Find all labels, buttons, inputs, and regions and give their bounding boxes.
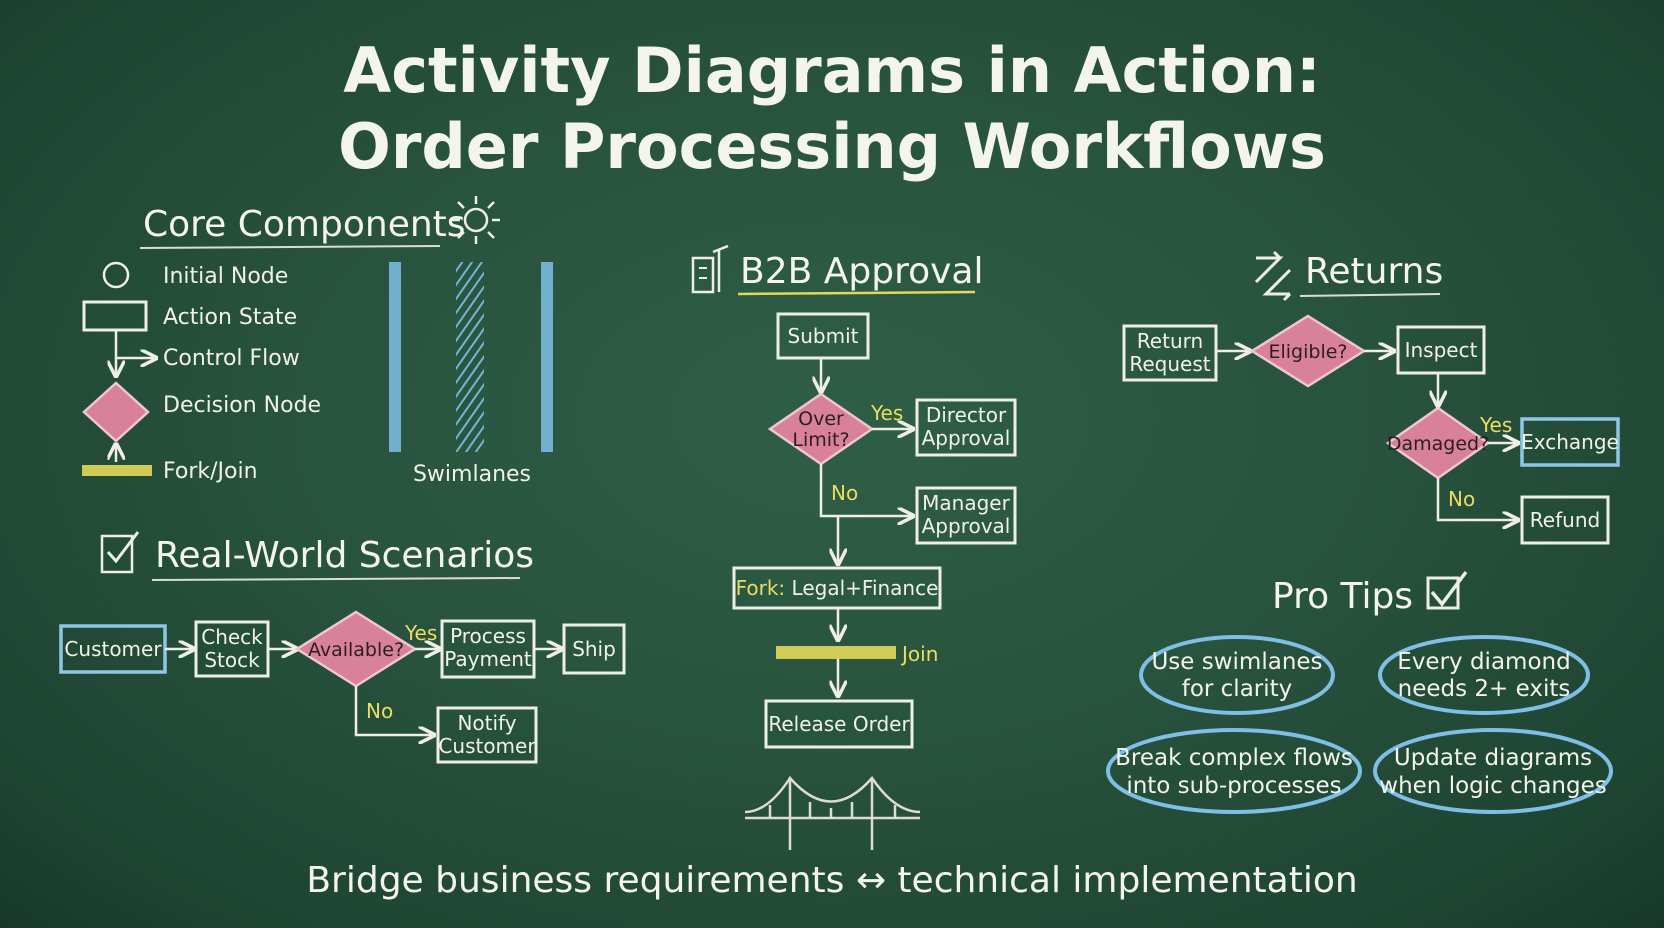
director-approval-box [915, 398, 1017, 457]
b2b-approval-section: B2B Approval Submit Over Limit? Yes Dire… [691, 244, 1017, 850]
gear-icon [452, 196, 500, 244]
no-label: No [831, 481, 858, 505]
submit-box [776, 312, 870, 360]
tip-3-line-1: Break complex flows [1115, 745, 1353, 771]
inspect-box [1396, 325, 1486, 375]
refund-box [1520, 495, 1610, 545]
process-payment-line-2: Payment [444, 647, 532, 671]
over-limit-line-1: Over [798, 408, 844, 430]
notify-customer-box [436, 706, 538, 764]
action-state-label: Action State [163, 305, 297, 330]
damaged-label: Damaged? [1387, 433, 1489, 455]
heading-underline [151, 577, 521, 581]
join-bar [776, 646, 896, 659]
process-payment-line-1: Process [450, 624, 526, 648]
notify-customer-line-1: Notify [457, 711, 516, 735]
core-components-section: Core Components Initial Node Action Stat… [82, 196, 553, 487]
clipboard-check-icon [100, 531, 140, 574]
release-order-label: Release Order [768, 712, 910, 736]
initial-node-symbol [102, 261, 130, 289]
no-label: No [366, 699, 393, 723]
tip-bubble-diamond [1378, 635, 1590, 715]
b2b-heading: B2B Approval [740, 251, 983, 292]
tip-2-line-1: Every diamond [1397, 649, 1570, 675]
tip-4-line-1: Update diagrams [1394, 745, 1592, 771]
returns-section: Returns Return Request Eligible? Inspect… [1122, 250, 1620, 545]
eligible-label: Eligible? [1268, 341, 1347, 363]
scenarios-section: Real-World Scenarios Customer Check Stoc… [59, 531, 626, 764]
return-request-box [1122, 324, 1218, 382]
available-label: Available? [308, 639, 404, 661]
return-arrows-icon [1254, 250, 1292, 302]
title-line-1: Activity Diagrams in Action: [343, 34, 1321, 107]
tip-1-line-2: for clarity [1182, 676, 1293, 702]
tip-4-line-2: when logic changes [1379, 773, 1606, 799]
tip-bubble-update-diagrams [1373, 728, 1613, 814]
over-limit-line-2: Limit? [792, 429, 849, 451]
fork-prefix: Fork: [736, 576, 786, 600]
return-request-line-2: Request [1129, 352, 1210, 376]
yes-label: Yes [870, 401, 903, 425]
initial-node-label: Initial Node [163, 264, 288, 289]
returns-heading: Returns [1305, 251, 1443, 292]
tip-1-line-1: Use swimlanes [1151, 649, 1322, 675]
heading-underline [139, 245, 441, 249]
fork-text: Legal+Finance [792, 576, 939, 600]
heading-underline [737, 290, 976, 296]
tip-bubble-swimlanes [1139, 635, 1335, 715]
building-icon [691, 244, 729, 294]
ship-box [562, 623, 626, 675]
release-order-box [764, 699, 914, 749]
flow-arrow-no [354, 686, 434, 735]
swimlane-bar-left [389, 262, 401, 452]
manager-line-2: Approval [922, 514, 1011, 538]
bridge-icon [744, 775, 921, 850]
tip-3-line-2: into sub-processes [1126, 773, 1341, 799]
footer-caption: Bridge business requirements ↔ technical… [306, 860, 1357, 901]
title-line-2: Order Processing Workflows [338, 110, 1326, 183]
swimlane-bar-middle [456, 262, 484, 452]
eligible-decision [1249, 314, 1367, 388]
exchange-label: Exchange [1521, 430, 1619, 454]
pro-tips-heading: Pro Tips [1272, 576, 1413, 617]
manager-approval-box [915, 486, 1017, 545]
return-request-line-1: Return [1137, 329, 1203, 353]
fork-label: Fork: Legal+Finance [736, 576, 939, 600]
customer-label: Customer [64, 637, 162, 661]
decision-node-label: Decision Node [163, 393, 321, 418]
no-label: No [1448, 487, 1475, 511]
join-label: Join [900, 642, 938, 666]
tip-bubble-break-flows [1106, 728, 1362, 814]
director-line-2: Approval [922, 426, 1011, 450]
fork-join-label: Fork/Join [163, 459, 258, 484]
flow-arrow-no [1436, 478, 1518, 520]
checkbox-icon [1426, 570, 1468, 610]
yes-label: Yes [404, 621, 437, 645]
exchange-box [1520, 417, 1620, 467]
heading-underline [1299, 293, 1441, 297]
fork-join-bar-symbol [82, 465, 152, 476]
check-stock-line-1: Check [201, 625, 263, 649]
swimlane-bar-right [541, 262, 553, 452]
action-state-symbol [82, 300, 148, 332]
refund-label: Refund [1530, 508, 1600, 532]
core-components-heading: Core Components [143, 204, 466, 245]
decision-node-symbol [82, 381, 150, 443]
check-stock-line-2: Stock [204, 648, 260, 672]
scenarios-heading: Real-World Scenarios [155, 535, 534, 576]
tip-2-line-2: needs 2+ exits [1398, 676, 1571, 702]
yes-label: Yes [1479, 413, 1512, 437]
flow-arrow-no [819, 464, 913, 516]
pro-tips-section: Pro Tips Use swimlanes for clarity Every… [1106, 570, 1613, 814]
control-flow-label: Control Flow [163, 346, 300, 371]
manager-line-1: Manager [922, 491, 1010, 515]
swimlanes-label: Swimlanes [413, 462, 531, 487]
inspect-label: Inspect [1405, 338, 1478, 362]
director-line-1: Director [926, 403, 1007, 427]
ship-label: Ship [572, 637, 616, 661]
notify-customer-line-2: Customer [438, 734, 536, 758]
submit-label: Submit [788, 324, 859, 348]
